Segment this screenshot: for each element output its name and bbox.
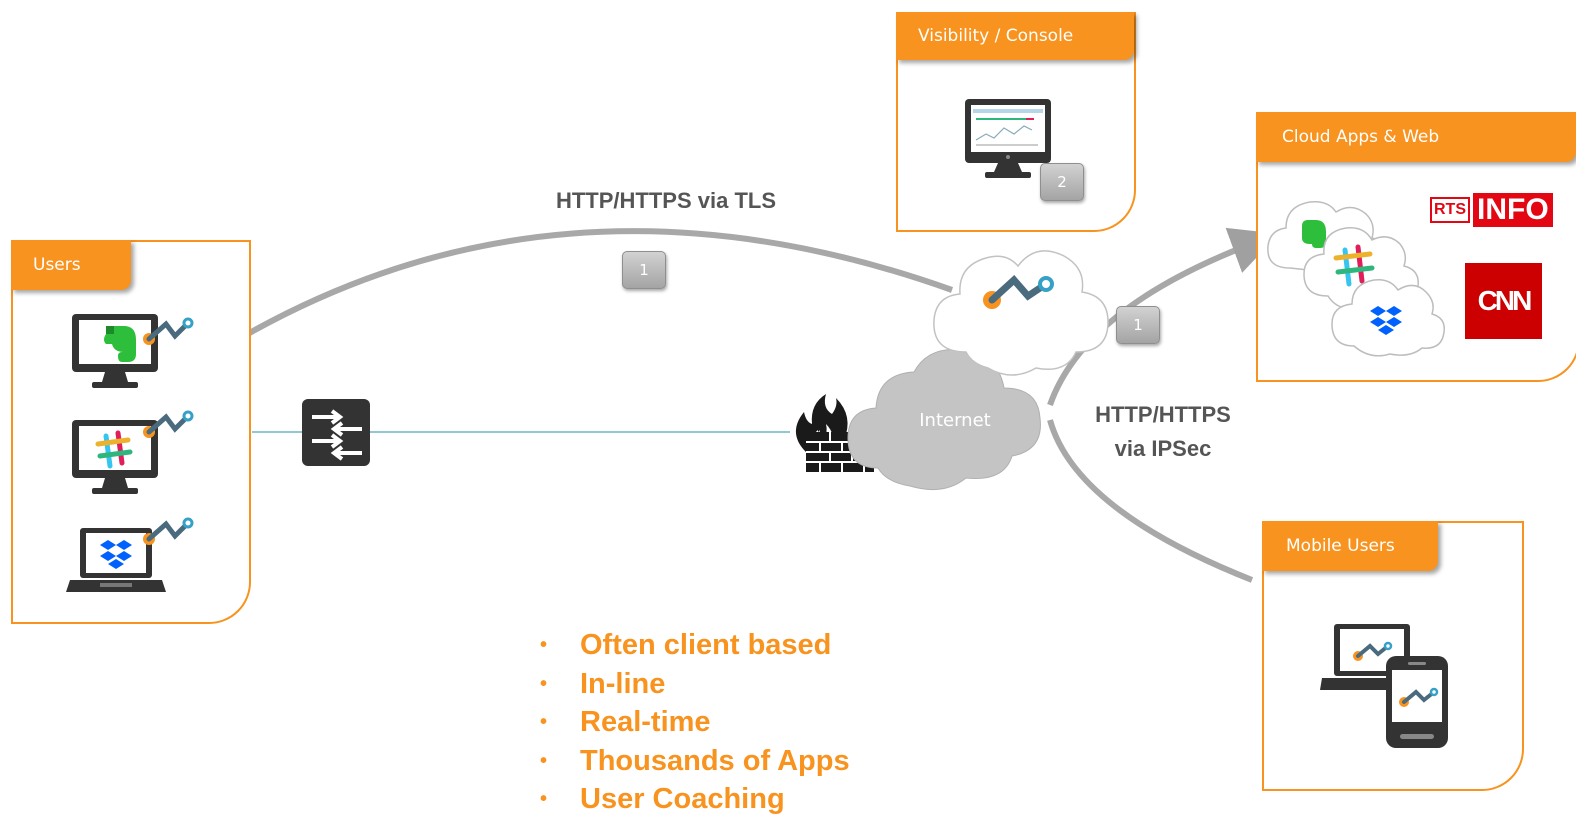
rts-info-logo: RTS INFO bbox=[1430, 193, 1553, 227]
users-title-text: Users bbox=[33, 255, 81, 275]
list-item: • Often client based bbox=[540, 626, 850, 665]
agent-logo-icon bbox=[1399, 687, 1439, 707]
tls-step-badge: 1 bbox=[622, 251, 666, 289]
list-item: • In-line bbox=[540, 665, 850, 704]
list-item: • Thousands of Apps bbox=[540, 742, 850, 781]
list-item: • Real-time bbox=[540, 703, 850, 742]
slack-icon bbox=[1333, 244, 1375, 287]
agent-logo-icon bbox=[983, 275, 1054, 309]
ipsec-label-line1: HTTP/HTTPS bbox=[1095, 402, 1231, 427]
cnn-logo: CNN bbox=[1465, 263, 1542, 339]
rts-prefix: RTS bbox=[1430, 197, 1470, 223]
console-panel-title: Visibility / Console bbox=[896, 12, 1134, 60]
cloud-icon bbox=[847, 348, 1041, 491]
ipsec-step-badge: 1 bbox=[1116, 306, 1160, 344]
phone-icon bbox=[1386, 656, 1448, 748]
cloud-icon bbox=[1331, 278, 1445, 357]
cloud-apps-title-text: Cloud Apps & Web bbox=[1282, 127, 1440, 147]
evernote-icon bbox=[1302, 220, 1326, 248]
mobile-users-title-text: Mobile Users bbox=[1286, 536, 1395, 556]
ipsec-label-line2: via IPSec bbox=[1114, 436, 1212, 461]
agent-logo-icon bbox=[143, 317, 194, 345]
dropbox-icon bbox=[1370, 306, 1402, 335]
list-item-text: Thousands of Apps bbox=[580, 744, 850, 777]
monitor-icon bbox=[965, 99, 1051, 178]
agent-logo-icon bbox=[143, 517, 194, 545]
monitor-icon bbox=[72, 420, 158, 494]
bullet-marker: • bbox=[540, 711, 548, 733]
list-item-text: Real-time bbox=[580, 706, 711, 738]
list-item-text: User Coaching bbox=[580, 783, 785, 815]
bullet-marker: • bbox=[540, 749, 548, 772]
agent-logo-icon bbox=[143, 410, 194, 438]
users-panel-title: Users bbox=[11, 240, 131, 290]
bullet-marker: • bbox=[540, 788, 548, 810]
rts-word: INFO bbox=[1473, 193, 1553, 227]
console-step-badge: 2 bbox=[1040, 163, 1084, 201]
cloud-apps-panel-title: Cloud Apps & Web bbox=[1256, 112, 1576, 162]
ipsec-arc-lower bbox=[1047, 419, 1254, 583]
evernote-icon bbox=[104, 326, 136, 362]
bullet-marker: • bbox=[540, 672, 548, 695]
list-item: • User Coaching bbox=[540, 780, 850, 819]
cnn-text: CNN bbox=[1477, 285, 1533, 316]
tls-arc bbox=[230, 228, 954, 346]
console-title-text: Visibility / Console bbox=[918, 26, 1074, 46]
list-item-text: Often client based bbox=[580, 629, 832, 661]
mobile-users-panel-title: Mobile Users bbox=[1262, 521, 1438, 571]
dropbox-icon bbox=[100, 540, 132, 569]
feature-list: •Often client based •In-line •Real-time … bbox=[540, 626, 850, 819]
list-item-text: In-line bbox=[580, 667, 666, 700]
slack-icon bbox=[95, 430, 133, 469]
agent-logo-icon bbox=[1353, 641, 1393, 661]
cloud-icon bbox=[933, 250, 1109, 376]
switch-icon bbox=[302, 399, 370, 466]
tls-label: HTTP/HTTPS via TLS bbox=[555, 188, 777, 213]
bullet-marker: • bbox=[540, 634, 548, 656]
internet-label: Internet bbox=[919, 410, 991, 431]
